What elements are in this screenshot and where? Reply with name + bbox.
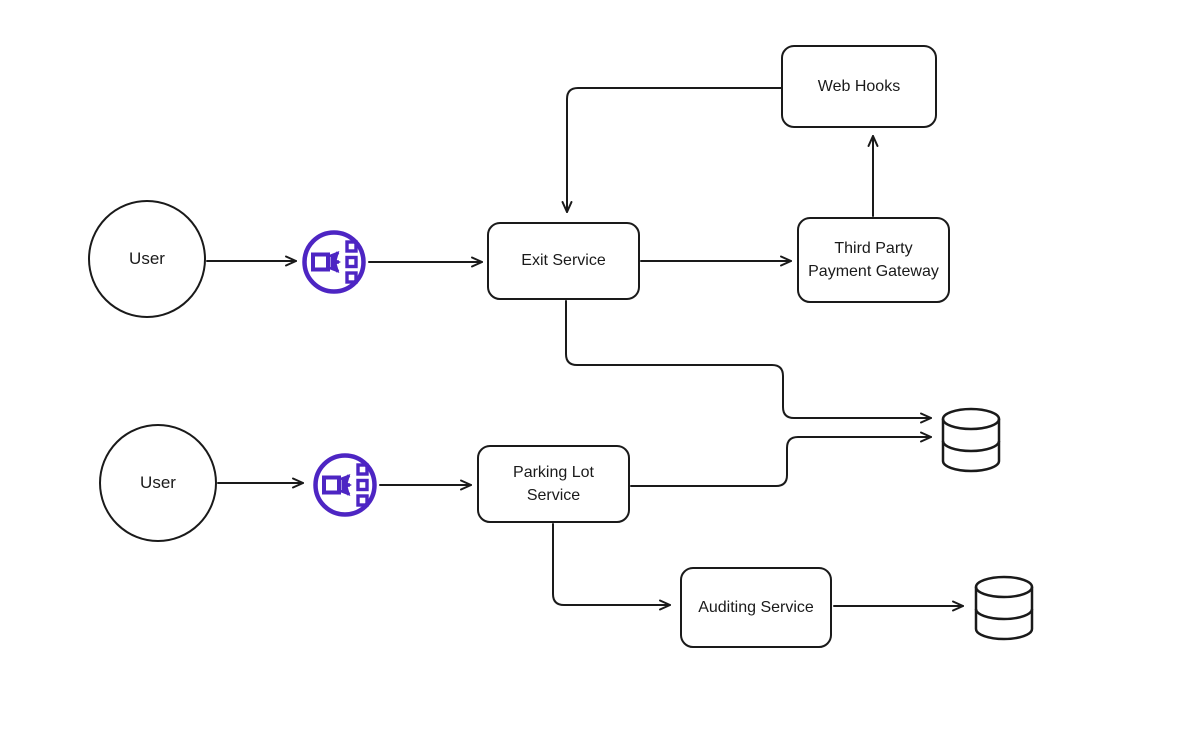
payment-gateway-label: Third Party Payment Gateway [808,239,939,280]
database-icon [974,575,1034,641]
database-icon [941,407,1001,473]
node-third-party-payment-gateway: Third Party Payment Gateway [797,217,950,303]
node-user-top: User [88,200,206,318]
node-parking-lot-service: Parking Lot Service [477,445,630,523]
edge-parking-lot-service-to-auditing-service [552,523,671,611]
user-bottom-label: User [140,472,176,492]
load-balancer-icon [302,230,366,294]
edge-parking-lot-service-to-database-main [630,431,932,487]
node-auditing-service: Auditing Service [680,567,832,648]
auditing-service-label: Auditing Service [698,598,814,616]
web-hooks-label: Web Hooks [817,77,901,95]
parking-lot-service-label: Parking Lot Service [513,463,594,504]
node-user-bottom: User [99,424,217,542]
load-balancer-icon [313,453,377,517]
edge-web-hooks-to-exit-service [561,87,782,213]
exit-service-label: Exit Service [521,252,606,270]
user-top-label: User [129,248,165,268]
node-web-hooks: Web Hooks [781,45,937,128]
edge-exit-service-to-database-main [565,300,932,424]
node-exit-service: Exit Service [487,222,640,300]
